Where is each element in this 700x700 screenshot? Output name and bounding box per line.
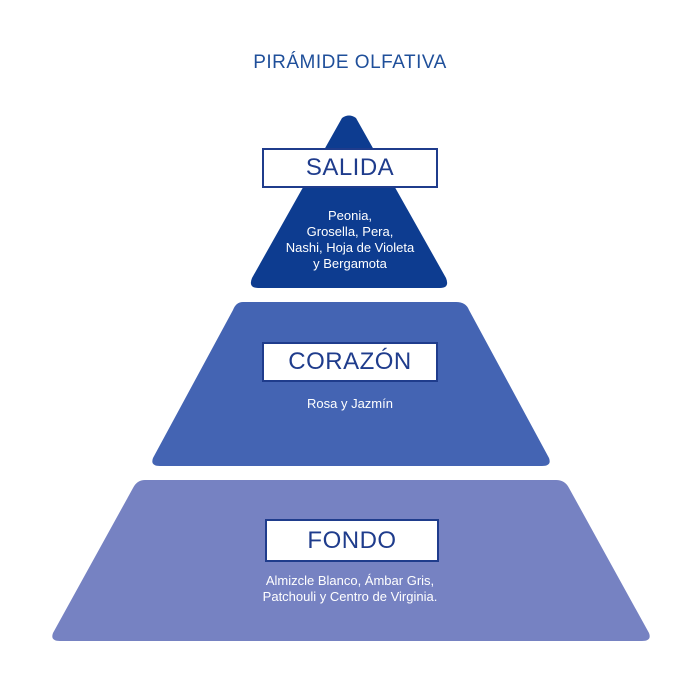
middle-tier-note-1: Rosa y Jazmín <box>307 396 393 411</box>
top-tier-note-3: Nashi, Hoja de Violeta <box>285 240 415 255</box>
bottom-tier-note-1: Almizcle Blanco, Ámbar Gris, <box>265 573 435 588</box>
top-tier-shape <box>250 115 448 288</box>
pyramid-title: PIRÁMIDE OLFATIVA <box>253 52 447 73</box>
middle-tier-shape <box>152 302 550 466</box>
top-tier-notes: Peonia, Grosella, Pera, Nashi, Hoja de V… <box>230 208 470 272</box>
bottom-tier-label: FONDO <box>265 519 439 562</box>
bottom-tier-note-2: Patchouli y Centro de Virginia. <box>262 589 438 604</box>
top-tier-note-1: Peonia, <box>327 208 373 223</box>
bottom-tier-notes: Almizcle Blanco, Ámbar Gris, Patchouli y… <box>200 573 500 605</box>
middle-tier-notes: Rosa y Jazmín <box>230 396 470 412</box>
middle-tier-label: CORAZÓN <box>262 342 438 382</box>
top-tier-note-2: Grosella, Pera, <box>306 224 394 239</box>
top-tier-label: SALIDA <box>262 148 438 188</box>
top-tier-note-4: y Bergamota <box>313 256 387 271</box>
